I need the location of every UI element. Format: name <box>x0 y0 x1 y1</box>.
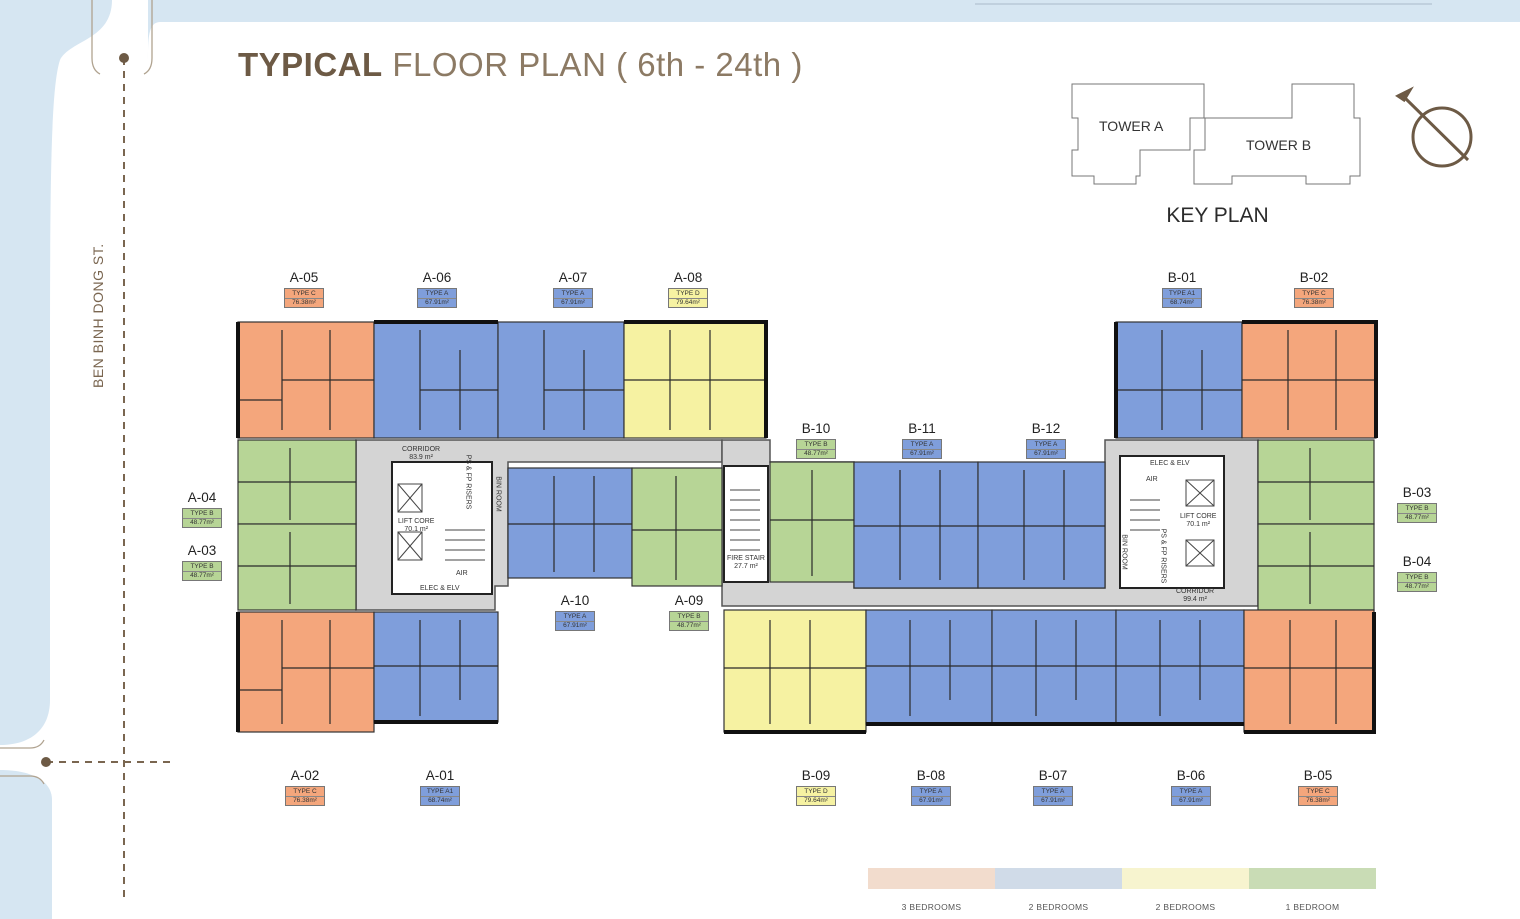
elec-b-label: ELEC & ELV <box>1150 460 1190 467</box>
unit-block-b05 <box>1243 609 1375 733</box>
unit-block-a07 <box>497 321 625 439</box>
unit-block-a10 <box>507 467 633 579</box>
unit-block-b12 <box>977 461 1106 589</box>
interior-walls <box>238 330 1376 724</box>
legend-swatch-2bed-d <box>1122 868 1249 889</box>
legend-swatch-2bed-a <box>995 868 1122 889</box>
risers-a-label: PS & FP RISERS <box>464 454 472 510</box>
title-bold: TYPICAL <box>238 46 383 83</box>
key-plan-outline <box>1071 83 1361 185</box>
legend-swatches <box>868 868 1376 889</box>
risers-b-label: PS & FP RISERS <box>1159 528 1167 584</box>
unit-block-a09 <box>631 467 723 587</box>
unit-block-b08 <box>865 609 993 725</box>
elec-a-label: ELEC & ELV <box>420 585 460 592</box>
lift-shafts <box>397 479 1215 567</box>
river-right <box>140 0 1520 60</box>
exterior-walls <box>236 320 1378 734</box>
air-b-label: AIR <box>1146 476 1158 483</box>
legend-label: 2 BEDROOMS <box>1028 902 1089 912</box>
unit-block-b07 <box>991 609 1117 725</box>
air-a-label: AIR <box>456 570 468 577</box>
unit-block-a03 <box>237 523 357 611</box>
key-plan-tower-b: TOWER B <box>1246 137 1312 153</box>
legend-swatch-3bed <box>868 868 995 889</box>
street-label: BEN BINH DONG ST. <box>90 243 106 388</box>
key-plan-title: KEY PLAN <box>1166 204 1269 227</box>
unit-block-a06 <box>373 321 499 439</box>
bin-b-label: BIN ROOM <box>1120 534 1128 570</box>
key-plan-tower-a: TOWER A <box>1099 118 1164 134</box>
unit-block-a02 <box>237 611 375 733</box>
unit-block-b01 <box>1115 321 1243 439</box>
bin-a-label: BIN ROOM <box>494 476 502 512</box>
legend-label: 2 BEDROOMS <box>1155 902 1216 912</box>
unit-block-b11 <box>853 461 979 589</box>
page-title: TYPICAL FLOOR PLAN ( 6th - 24th ) <box>238 46 803 84</box>
legend-swatch-1bed <box>1249 868 1376 889</box>
road-lines <box>0 0 153 785</box>
compass-icon <box>1395 86 1473 168</box>
legend-label: 1 BEDROOM <box>1285 902 1340 912</box>
legend-label: 3 BEDROOMS <box>901 902 962 912</box>
river-bottom <box>0 770 52 919</box>
title-light: FLOOR PLAN ( 6th - 24th ) <box>392 46 803 83</box>
unit-block-b04 <box>1257 523 1375 611</box>
river <box>0 0 112 745</box>
unit-block-b06 <box>1115 609 1245 725</box>
unit-block-b09 <box>723 609 867 733</box>
legend-labels: 3 BEDROOMS 2 BEDROOMS 2 BEDROOMS 1 BEDRO… <box>868 902 1376 912</box>
unit-block-a01 <box>373 611 499 723</box>
